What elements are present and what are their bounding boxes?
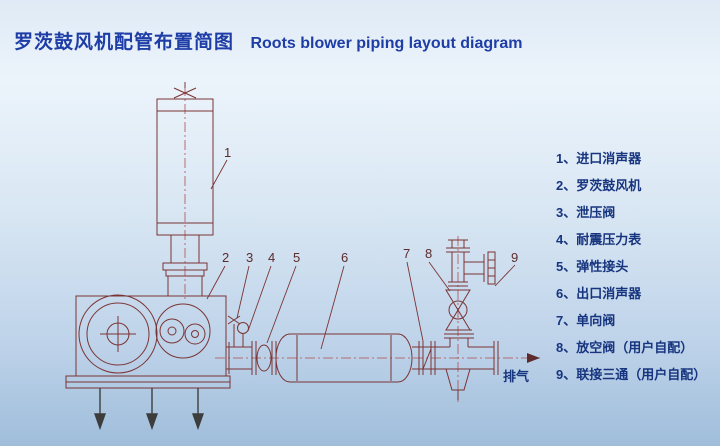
legend-item-number: 5 <box>556 259 564 274</box>
callout-1: 1 <box>224 145 231 160</box>
legend-item-label: 泄压阀 <box>576 205 616 220</box>
legend-item-label: 弹性接头 <box>576 259 629 274</box>
legend-separator: 、 <box>563 205 577 220</box>
legend-separator: 、 <box>563 232 577 247</box>
legend: 1、进口消声器 2、罗茨鼓风机 3、泄压阀 4、耐震压力表 5、弹性接头 6、出… <box>556 150 706 384</box>
callout-9: 9 <box>511 250 518 265</box>
legend-item-number: 6 <box>556 286 564 301</box>
legend-item-number: 2 <box>556 178 564 193</box>
pressure-gauge <box>237 322 249 347</box>
relief-valve <box>227 315 241 347</box>
legend-item-6: 6、出口消声器 <box>556 285 706 303</box>
legend-item-3: 3、泄压阀 <box>556 204 706 222</box>
legend-item-label: 耐震压力表 <box>576 232 642 247</box>
legend-item-1: 1、进口消声器 <box>556 150 706 168</box>
legend-item-label: 出口消声器 <box>576 286 642 301</box>
legend-item-label: 联接三通（用户自配） <box>576 367 707 382</box>
legend-item-number: 1 <box>556 151 564 166</box>
centerlines <box>184 86 540 402</box>
legend-separator: 、 <box>563 151 577 166</box>
vent-valve <box>444 239 474 339</box>
legend-item-8: 8、放空阀（用户自配） <box>556 339 706 357</box>
legend-separator: 、 <box>563 313 577 328</box>
exhaust-label: 排气 <box>503 369 529 384</box>
callout-numbers: 1 2 3 4 5 6 7 8 9 <box>222 145 518 265</box>
exhaust-arrow-icon <box>527 353 540 363</box>
callout-8: 8 <box>425 246 432 261</box>
anchor-arrows <box>94 388 204 431</box>
legend-item-9: 9、联接三通（用户自配） <box>556 366 706 384</box>
legend-item-label: 进口消声器 <box>576 151 642 166</box>
legend-separator: 、 <box>563 178 577 193</box>
roots-blower <box>65 294 231 389</box>
legend-item-number: 7 <box>556 313 564 328</box>
connecting-tee <box>445 338 499 400</box>
legend-item-label: 单向阀 <box>576 313 616 328</box>
legend-item-number: 3 <box>556 205 564 220</box>
callout-5: 5 <box>293 250 300 265</box>
check-valve <box>412 341 446 375</box>
discharge-pipe <box>226 342 252 374</box>
legend-item-5: 5、弹性接头 <box>556 258 706 276</box>
title-chinese: 罗茨鼓风机配管布置简图 <box>14 32 235 53</box>
callout-2: 2 <box>222 250 229 265</box>
legend-item-label: 罗茨鼓风机 <box>576 178 642 193</box>
callout-4: 4 <box>268 250 275 265</box>
legend-item-4: 4、耐震压力表 <box>556 231 706 249</box>
callout-7: 7 <box>403 246 410 261</box>
legend-item-7: 7、单向阀 <box>556 312 706 330</box>
legend-item-label: 放空阀（用户自配） <box>576 340 694 355</box>
inlet-silencer <box>156 82 214 297</box>
title-english: Roots blower piping layout diagram <box>250 35 523 52</box>
outlet-silencer <box>275 333 413 383</box>
page-title: 罗茨鼓风机配管布置简图 Roots blower piping layout d… <box>14 27 522 54</box>
vent-outlet-flange <box>464 251 496 285</box>
callout-3: 3 <box>246 250 253 265</box>
legend-item-number: 8 <box>556 340 564 355</box>
callout-6: 6 <box>341 250 348 265</box>
legend-item-2: 2、罗茨鼓风机 <box>556 177 706 195</box>
legend-separator: 、 <box>563 340 577 355</box>
legend-separator: 、 <box>563 259 577 274</box>
legend-separator: 、 <box>563 367 577 382</box>
legend-separator: 、 <box>563 286 577 301</box>
legend-item-number: 9 <box>556 367 564 382</box>
legend-item-number: 4 <box>556 232 564 247</box>
callout-leaders <box>206 159 516 350</box>
